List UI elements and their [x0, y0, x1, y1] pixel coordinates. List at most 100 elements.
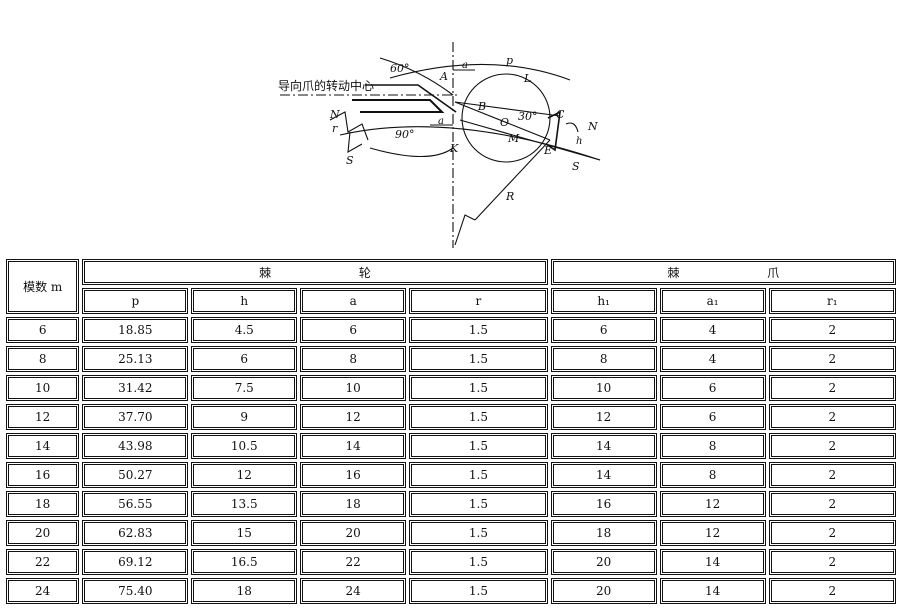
pitch-label: p	[506, 54, 513, 67]
table-cell: 1.5	[409, 491, 548, 517]
table-cell: 6	[659, 375, 766, 401]
table-cell: 4	[659, 346, 766, 372]
angle-90-label: 90°	[395, 128, 415, 141]
table-cell: 2	[768, 375, 896, 401]
a-bottom-label: a	[438, 116, 444, 127]
table-cell: 15	[191, 520, 298, 546]
table-cell: 8	[659, 433, 766, 459]
table-cell: 6	[191, 346, 298, 372]
ratchet-arc-r	[339, 126, 601, 161]
table-cell: 2	[768, 520, 896, 546]
table-cell: 6	[550, 317, 657, 343]
table-cell: 1.5	[409, 317, 548, 343]
table-cell: 20	[6, 520, 80, 546]
table-cell: 18	[191, 578, 298, 604]
pawl-header-char-2: 爪	[767, 265, 780, 280]
table-cell: 10	[550, 375, 657, 401]
table-cell: 1.5	[409, 375, 548, 401]
table-cell: 4	[659, 317, 766, 343]
a-top-label: a	[462, 60, 468, 71]
table-cell: 10	[6, 375, 80, 401]
angle-30-label: 30°	[518, 110, 538, 123]
right-n-label: N	[587, 120, 598, 133]
radius-line-r	[474, 139, 551, 221]
table-cell: 24	[6, 578, 80, 604]
table-cell: 75.40	[82, 578, 189, 604]
table-cell: 62.83	[82, 520, 189, 546]
table-cell: 6	[6, 317, 80, 343]
table-cell: 37.70	[82, 404, 189, 430]
table-cell: 8	[6, 346, 80, 372]
table-cell: 7.5	[191, 375, 298, 401]
table-cell: 1.5	[409, 549, 548, 575]
table-cell: 12	[659, 491, 766, 517]
pitch-arc-p	[389, 63, 571, 81]
left-n-label: N	[329, 108, 340, 121]
table-cell: 25.13	[82, 346, 189, 372]
column-header-row: p h a r h₁ a₁ r₁	[6, 288, 896, 314]
radius-break	[454, 214, 476, 246]
table-cell: 12	[300, 404, 407, 430]
left-ratchet-teeth	[329, 111, 369, 141]
table-cell: 14	[6, 433, 80, 459]
table-cell: 6	[659, 404, 766, 430]
col-header-a1: a₁	[659, 288, 766, 314]
table-cell: 18	[550, 520, 657, 546]
r-label: r	[332, 122, 338, 135]
table-cell: 56.55	[82, 491, 189, 517]
col-header-h: h	[191, 288, 298, 314]
table-cell: 2	[768, 578, 896, 604]
table-cell: 8	[550, 346, 657, 372]
right-tooth	[545, 110, 561, 152]
table-cell: 8	[300, 346, 407, 372]
table-cell: 22	[300, 549, 407, 575]
table-cell: 10	[300, 375, 407, 401]
pawl-header-char-1: 棘	[667, 265, 680, 280]
table-cell: 16	[550, 491, 657, 517]
table-cell: 20	[550, 578, 657, 604]
table-cell: 1.5	[409, 433, 548, 459]
table-cell: 50.27	[82, 462, 189, 488]
arc-90	[369, 147, 454, 158]
point-c-label: C	[556, 108, 565, 121]
big-r-label: R	[505, 190, 514, 203]
table-cell: 2	[768, 549, 896, 575]
point-a-label: A	[439, 70, 448, 83]
l-label: L	[523, 72, 531, 85]
table-cell: 43.98	[82, 433, 189, 459]
table-cell: 18	[6, 491, 80, 517]
table-cell: 16	[6, 462, 80, 488]
right-hook	[565, 122, 579, 133]
point-m-label: M	[507, 132, 520, 145]
table-cell: 18	[300, 491, 407, 517]
col-header-r: r	[409, 288, 548, 314]
point-b-label: B	[477, 100, 486, 113]
pivot-center-label: 导向爪的转动中心	[278, 78, 374, 93]
line-b-c	[454, 101, 561, 117]
table-cell: 2	[768, 317, 896, 343]
table-cell: 6	[300, 317, 407, 343]
pawl-body	[352, 99, 445, 113]
table-cell: 1.5	[409, 346, 548, 372]
table-cell: 8	[659, 462, 766, 488]
ratchet-wheel-header-char-2: 轮	[358, 265, 371, 280]
table-cell: 1.5	[409, 462, 548, 488]
point-o-label: O	[500, 116, 509, 129]
table-cell: 20	[550, 549, 657, 575]
left-s-tooth	[347, 131, 363, 154]
table-cell: 10.5	[191, 433, 298, 459]
pawl-header: 棘 爪	[550, 259, 896, 285]
table-cell: 14	[659, 549, 766, 575]
table-cell: 9	[191, 404, 298, 430]
h-label: h	[576, 136, 582, 147]
col-header-p: p	[82, 288, 189, 314]
table-cell: 31.42	[82, 375, 189, 401]
arc-60	[379, 57, 454, 96]
